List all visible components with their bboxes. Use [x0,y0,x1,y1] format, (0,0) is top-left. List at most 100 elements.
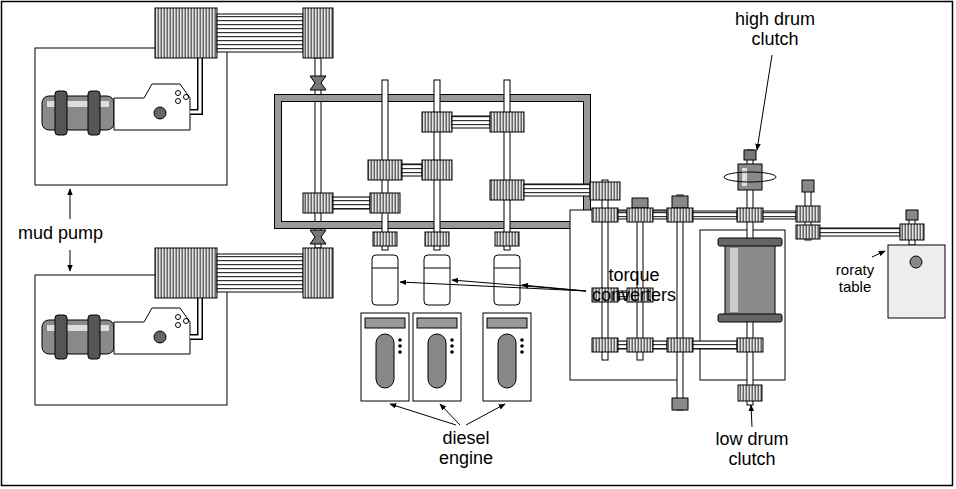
mud-pump-bottom [176,315,181,320]
engines-and-converters [372,268,398,269]
mud-pump-top [55,91,67,135]
engines-and-converters [398,344,402,348]
engines-and-converters [424,268,450,269]
compound-box [282,102,584,222]
engines-and-converters [373,232,397,246]
compound-box [370,193,400,213]
mud-pump-top [190,58,200,112]
drawworks [627,338,653,352]
leader-lines [70,189,71,219]
drawworks [590,182,620,200]
drawworks [677,195,683,410]
engines-and-converters [495,232,519,246]
engines-and-converters [494,268,520,269]
drawworks [744,150,756,160]
engines-and-converters [520,350,524,354]
engines-and-converters [398,338,402,342]
drawworks [718,238,782,246]
mud-pump-bottom [190,298,200,337]
drawworks [742,168,747,186]
mud-pump-top [154,107,166,119]
mud-pump-bottom [55,315,67,359]
drawworks [725,245,775,315]
leader-lines [757,55,772,150]
engines-and-converters [365,318,405,328]
leader-lines [440,404,460,425]
pump-belt-drive [310,230,326,244]
mud-pump-top [114,84,190,130]
drawworks [737,338,763,352]
pump-belt-drive [310,76,326,90]
engines-and-converters [450,350,454,354]
compound-box [422,112,452,132]
engines-and-converters [424,255,450,305]
rotary-table-drive [900,224,924,240]
engines-and-converters [498,334,516,388]
engines-and-converters [450,338,454,342]
mud-pump-top [42,96,114,130]
drawworks [602,180,608,360]
drawworks [618,341,627,349]
pump-belt-drive [303,248,333,298]
compound-box [303,193,333,213]
drawworks [700,230,785,380]
engines-and-converters [494,255,520,305]
drawworks [737,208,763,222]
mud-pump-top [184,95,189,100]
mud-pump-top [35,48,227,185]
mud-pump-top [35,48,227,185]
compound-box [490,112,524,132]
rotary-table-drive [796,206,820,222]
compound-box [524,184,590,196]
part-label: diesel engine [425,429,507,469]
part-label: high drum clutch [727,10,823,50]
part-label: roraty table [824,262,886,295]
mud-pump-top [176,99,181,104]
engines-and-converters [398,350,402,354]
engines-and-converters [520,344,524,348]
pump-belt-drive [155,248,217,298]
drawworks [570,150,785,410]
mud-pump-top [190,58,200,112]
leader-lines [70,55,885,427]
mud-pump-bottom [184,319,189,324]
leader-lines [522,285,586,291]
part-label: low drum clutch [704,430,800,470]
rotary-table-drive [888,245,945,318]
compound-box [333,197,370,209]
leader-lines [452,280,586,291]
compound-box [490,180,524,200]
pump-belt-drive [155,8,217,58]
mud-pump-bottom [114,308,190,354]
mud-pump-bottom [42,320,114,354]
drawworks [718,314,782,322]
drawworks [693,341,737,349]
part-label: mud pump [18,224,128,244]
drawworks [738,385,762,401]
pump-belt-drive [217,254,303,292]
part-label: torque converters [578,266,690,306]
mud-pump-top [176,91,181,96]
rotary-table-drive [763,180,945,318]
drawworks [730,248,738,312]
engines-and-converters [417,318,457,328]
pump-belt-drive [155,8,333,298]
engines-and-converters [361,232,531,401]
drawworks [693,211,737,219]
leader-lines [390,404,456,425]
drawworks [653,211,667,219]
compound-box [402,164,422,176]
engines-and-converters [372,255,398,305]
drawworks [667,208,693,222]
rotary-table-drive [820,228,900,236]
mud-pump-bottom [154,331,166,343]
compound-box [368,160,402,180]
rotary-table-drive [763,211,796,219]
engines-and-converters [425,232,449,246]
drawworks [672,398,688,410]
pump-belt-drive [303,8,333,58]
compound-box [504,80,510,250]
